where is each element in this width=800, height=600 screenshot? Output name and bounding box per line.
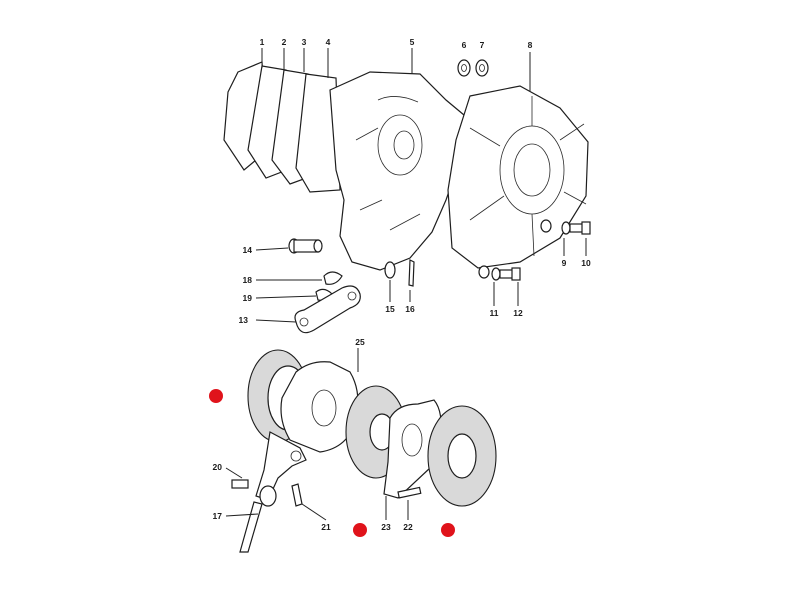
callout-18: 18 (243, 275, 253, 285)
brake-assembly (231, 349, 497, 553)
housing-bore (377, 114, 423, 176)
callout-8: 8 (528, 40, 533, 50)
callout-14: 14 (243, 245, 253, 255)
bolt-assembly (540, 219, 591, 235)
clip (323, 271, 343, 285)
callout-10: 10 (581, 258, 591, 268)
callout-1: 1 (260, 37, 265, 47)
nut (475, 59, 489, 77)
flange (295, 73, 341, 193)
callout-15: 15 (385, 304, 395, 314)
callout-3: 3 (302, 37, 307, 47)
callout-12: 12 (513, 308, 523, 318)
callout-4: 4 (326, 37, 331, 47)
callout-23: 23 (381, 522, 391, 532)
red-marker-dot (353, 523, 367, 537)
callout-2: 2 (282, 37, 287, 47)
washer (384, 261, 396, 279)
callout-16: 16 (405, 304, 415, 314)
dowel-pin (397, 486, 422, 499)
clevis (259, 485, 277, 507)
actuator-linkage (255, 431, 307, 501)
pull-rod (239, 501, 263, 553)
callout-11: 11 (490, 308, 499, 318)
pin (231, 479, 249, 489)
callout-5: 5 (410, 37, 415, 47)
callout-22: 22 (403, 522, 413, 532)
split-pin (291, 483, 303, 507)
end-cover (447, 85, 589, 269)
bolt-assembly (478, 265, 521, 281)
callout-9: 9 (562, 258, 567, 268)
main-housing (329, 71, 471, 271)
red-marker-dot (441, 523, 455, 537)
callout-numbers: 1 2 3 4 5 6 7 8 9 10 11 12 13 14 15 16 1… (213, 37, 591, 532)
highlight-markers (209, 389, 455, 537)
split-pin (408, 259, 415, 287)
lever-arm (294, 285, 361, 334)
leader-lines (225, 48, 587, 521)
callout-20: 20 (213, 462, 223, 472)
callout-6: 6 (462, 40, 467, 50)
callout-13: 13 (239, 315, 249, 325)
pin (288, 238, 323, 254)
washer (457, 59, 471, 77)
callout-7: 7 (480, 40, 485, 50)
callout-25: 25 (355, 337, 365, 347)
callout-19: 19 (243, 293, 253, 303)
brake-disc-right (427, 405, 497, 507)
gearbox-housing-assembly (223, 59, 591, 334)
callout-21: 21 (321, 522, 331, 532)
red-marker-dot (209, 389, 223, 403)
callout-17: 17 (213, 511, 223, 521)
